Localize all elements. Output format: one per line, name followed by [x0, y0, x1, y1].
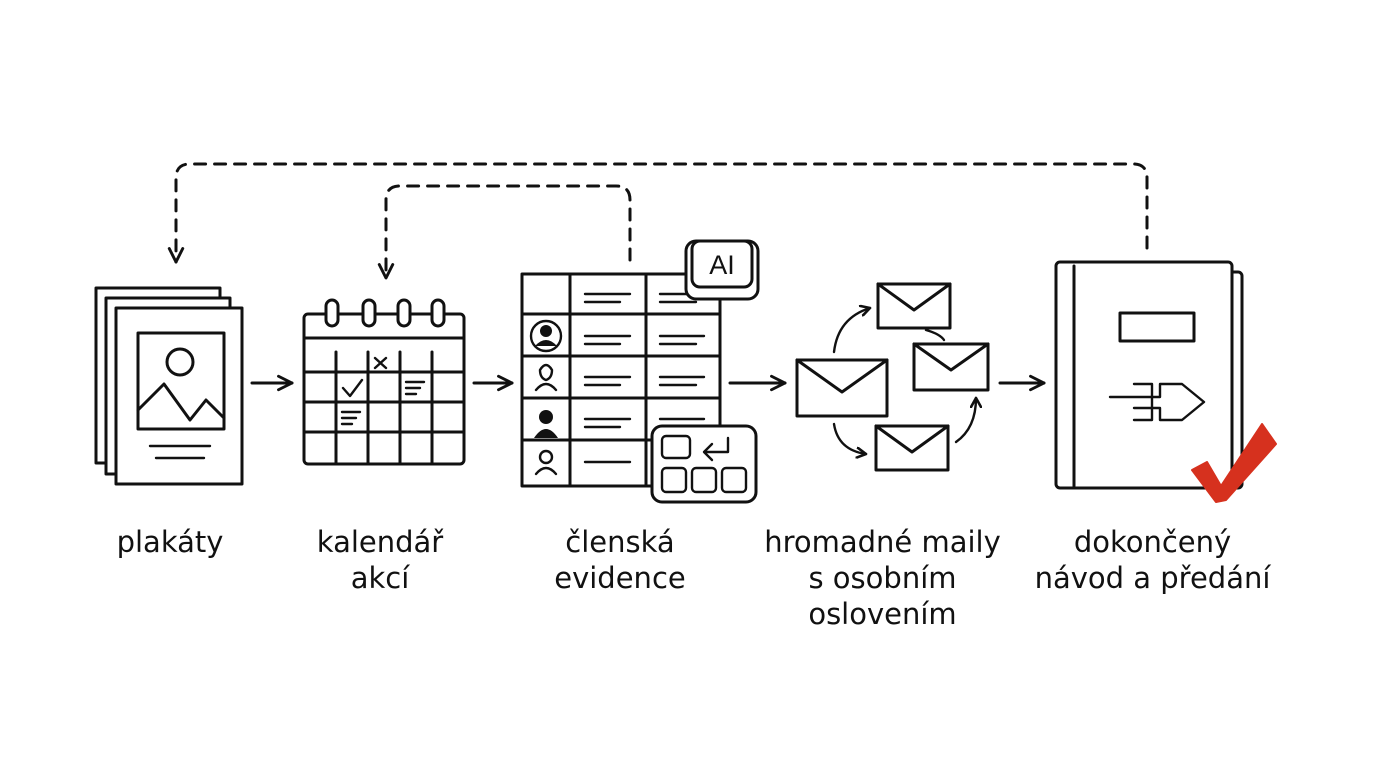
- feedback-arrow-guide-to-posters: [167, 162, 1149, 264]
- calendar-icon: [302, 298, 466, 466]
- ai-badge-text: AI: [709, 250, 735, 280]
- feedback-arrow-members-to-calendar: [377, 184, 632, 280]
- ai-badge: AI: [684, 239, 760, 301]
- step-label-calendar: kalendář akcí: [316, 525, 444, 595]
- step-label-guide: dokončený návod a předání: [1034, 525, 1271, 595]
- step-label-members: členská evidence: [554, 525, 686, 595]
- posters-icon: [94, 286, 244, 486]
- step-label-posters: plakáty: [116, 525, 224, 559]
- envelopes-cycle-icon: [795, 282, 990, 472]
- step-label-mails: hromadné maily s osobním oslovením: [764, 525, 1001, 631]
- handbook-icon: [1054, 260, 1244, 490]
- enter-key-badge-icon: [650, 424, 758, 504]
- checkmark-icon: [1191, 423, 1277, 503]
